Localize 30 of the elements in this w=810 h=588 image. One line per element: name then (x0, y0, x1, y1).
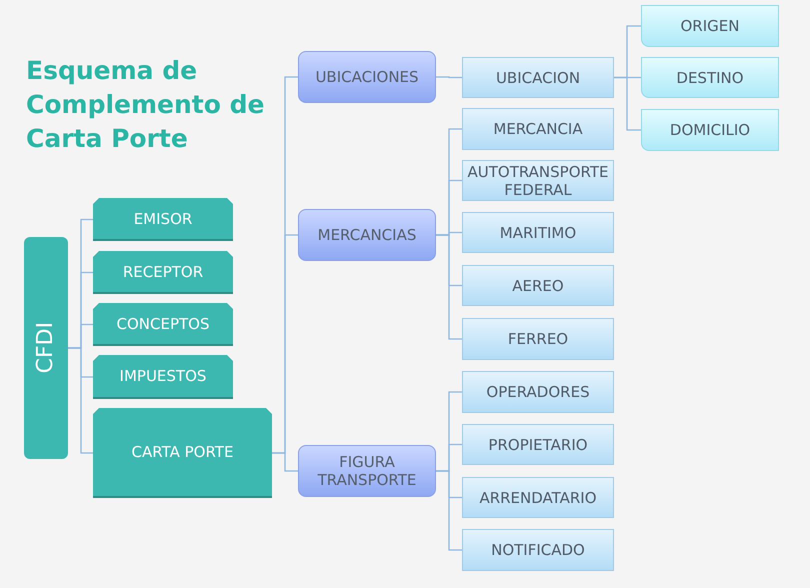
section-box: CARTA PORTE (93, 408, 272, 498)
item-box: MERCANCIA (462, 108, 614, 150)
item-box: AEREO (462, 265, 614, 306)
section-box: CONCEPTOS (93, 303, 233, 346)
group-box: MERCANCIAS (298, 209, 436, 261)
item-box: UBICACION (462, 57, 614, 98)
connector-line (272, 452, 298, 472)
item-box: ORIGEN (641, 5, 779, 47)
item-box: OPERADORES (462, 371, 614, 413)
root-box (24, 237, 68, 459)
connector-line (68, 347, 93, 454)
connector-line (436, 470, 462, 551)
connector-line (436, 234, 462, 340)
section-box: EMISOR (93, 198, 233, 241)
node-label: CFDI (33, 322, 59, 374)
item-box: PROPIETARIO (462, 424, 614, 465)
section-box: IMPUESTOS (93, 355, 233, 399)
title: Esquema de Complemento de Carta Porte (26, 55, 266, 154)
item-box: AUTOTRANSPORTE FEDERAL (462, 160, 614, 201)
group-box: UBICACIONES (298, 51, 436, 103)
group-box: FIGURA TRANSPORTE (298, 445, 436, 497)
item-box: DESTINO (641, 57, 779, 98)
connector-line (436, 76, 462, 78)
connector-line (614, 76, 641, 131)
item-box: MARITIMO (462, 212, 614, 253)
item-box: NOTIFICADO (462, 529, 614, 571)
item-box: ARRENDATARIO (462, 477, 614, 518)
section-box: RECEPTOR (93, 251, 233, 294)
item-box: FERREO (462, 318, 614, 360)
item-box: DOMICILIO (641, 109, 779, 151)
